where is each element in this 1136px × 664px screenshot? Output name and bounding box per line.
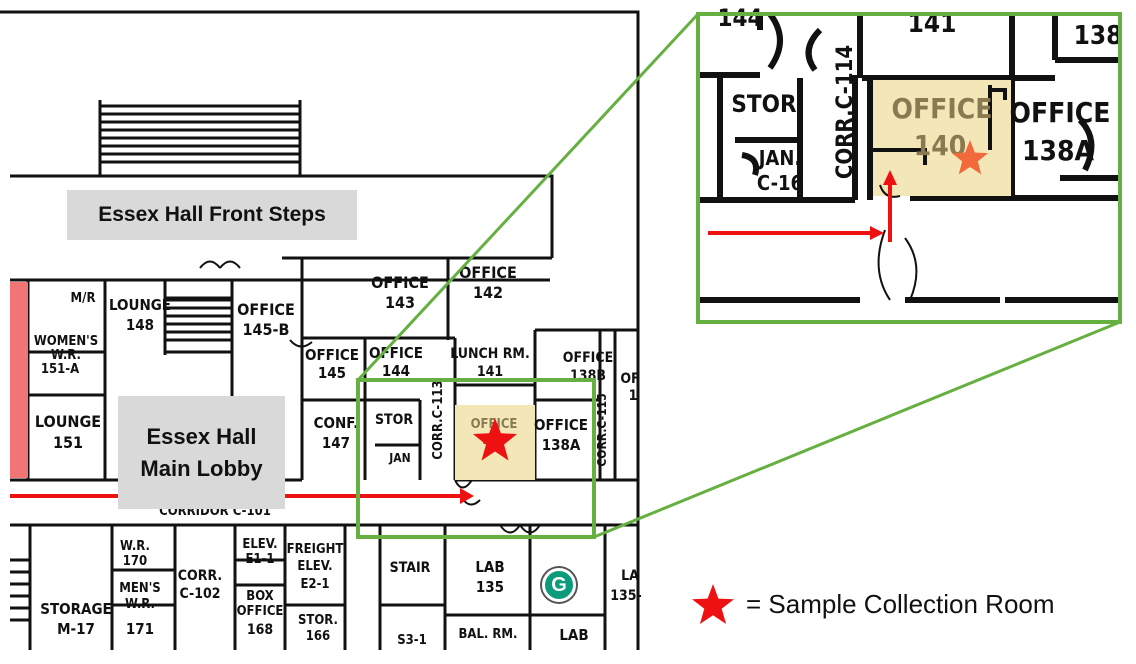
room-label: 143 <box>385 293 415 312</box>
room-label: 145-B <box>243 320 290 339</box>
room-label: OFFICE <box>459 263 517 282</box>
room-label: MEN'S <box>119 581 160 596</box>
room-label: 135- <box>610 588 642 604</box>
room-label: M/R <box>71 291 96 306</box>
room-label: ELEV. <box>242 537 277 552</box>
front-steps-label: Essex Hall Front Steps <box>67 190 357 240</box>
inset-room-label: OFFICE <box>892 92 993 125</box>
room-label: 151 <box>53 433 83 452</box>
room-label: LAB <box>475 558 504 576</box>
grammarly-badge-icon[interactable]: G <box>542 568 576 602</box>
room-label: 151-A <box>41 362 79 377</box>
room-label: ELEV. <box>297 559 332 574</box>
room-label: BAL. RM. <box>458 627 517 642</box>
room-label: FREIGHT <box>287 542 344 557</box>
inset-room-label: JAN. <box>758 146 802 170</box>
room-label: 141 <box>477 364 503 380</box>
room-label: 142 <box>473 283 503 302</box>
room-label: CORR. <box>178 568 222 584</box>
map-legend: = Sample Collection Room <box>690 584 1055 624</box>
room-label: CONF. <box>314 414 359 432</box>
inset-room-label: CORR.C-114 <box>833 45 858 179</box>
room-label: S3-1 <box>397 633 427 648</box>
room-label: OFFICE <box>371 273 429 292</box>
room-label: E1-1 <box>245 552 274 567</box>
zoom-inset: 144 141 138 STOR JAN. C-16 CORR.C-114 OF… <box>696 4 1123 324</box>
room-label: STOR. <box>298 613 338 628</box>
room-label: W.R. <box>120 539 150 554</box>
room-label: OF <box>620 371 639 387</box>
zoom-connector-line <box>593 320 1121 539</box>
room-label: 170 <box>123 554 147 569</box>
main-lobby-label-line: Main Lobby <box>140 455 263 481</box>
room-label: STAIR <box>390 560 431 576</box>
room-label: BOX <box>246 589 273 604</box>
zoom-inset-border <box>696 12 1122 324</box>
collection-room-star-icon <box>473 418 517 461</box>
room-label: LOUNGE <box>109 296 171 314</box>
room-label: LOUNGE <box>35 412 101 431</box>
main-lobby-label-line: Essex Hall <box>146 423 257 449</box>
zoom-connector-line <box>356 12 700 382</box>
room-label: OFFICE <box>305 346 359 364</box>
room-label: JAN <box>388 451 410 465</box>
room-label: M-17 <box>57 620 95 638</box>
room-label: 168 <box>247 622 273 638</box>
inset-room-label: 138 <box>1074 21 1123 51</box>
room-label: 147 <box>322 434 350 452</box>
inset-room-label: OFFICE <box>1010 96 1111 129</box>
room-label: LAB <box>559 626 588 644</box>
room-label: 166 <box>306 629 330 644</box>
room-label: CORR.C-115 <box>595 393 609 466</box>
inset-route-arrow <box>708 170 897 242</box>
room-label: OFFICE <box>563 350 613 366</box>
inset-room-label: C-16 <box>757 171 803 195</box>
room-label: 138A <box>542 436 581 454</box>
room-label: W.R. <box>51 348 81 363</box>
room-label: 1 <box>629 388 638 404</box>
room-label: OFFICE <box>237 604 284 619</box>
left-red-zone <box>10 282 28 478</box>
room-label: 145 <box>318 364 346 382</box>
room-label: LUNCH RM. <box>450 346 529 362</box>
room-label: STORAGE <box>40 600 112 618</box>
inset-room-label: 138A <box>1022 134 1095 167</box>
room-label: OFFICE <box>237 300 295 319</box>
zoom-area-outline <box>356 378 596 539</box>
room-label: E2-1 <box>300 577 329 592</box>
legend-star-icon <box>692 584 734 624</box>
inset-room-label: STOR <box>731 90 797 118</box>
room-label: C-102 <box>179 586 220 602</box>
room-label: LA <box>621 568 639 584</box>
inset-room-label: 144 <box>717 4 762 32</box>
room-label: 135 <box>476 578 504 596</box>
room-label: CORR.C-113 <box>431 380 446 459</box>
room-label: OFFICE <box>534 416 588 434</box>
legend-text: = Sample Collection Room <box>746 588 1055 619</box>
room-label: 171 <box>126 620 154 638</box>
room-label: STOR <box>375 412 413 428</box>
room-label: OFFICE <box>369 344 423 362</box>
room-label: WOMEN'S <box>34 334 98 349</box>
room-label: W.R. <box>125 597 155 612</box>
room-labels: M/R LOUNGE 148 WOMEN'S W.R. 151-A LOUNGE… <box>34 263 642 648</box>
collection-room-star-icon-zoomed <box>951 140 989 175</box>
main-lobby-label: Essex Hall Main Lobby <box>118 396 285 509</box>
room-label: 144 <box>382 362 410 380</box>
room-label: 148 <box>126 316 154 334</box>
